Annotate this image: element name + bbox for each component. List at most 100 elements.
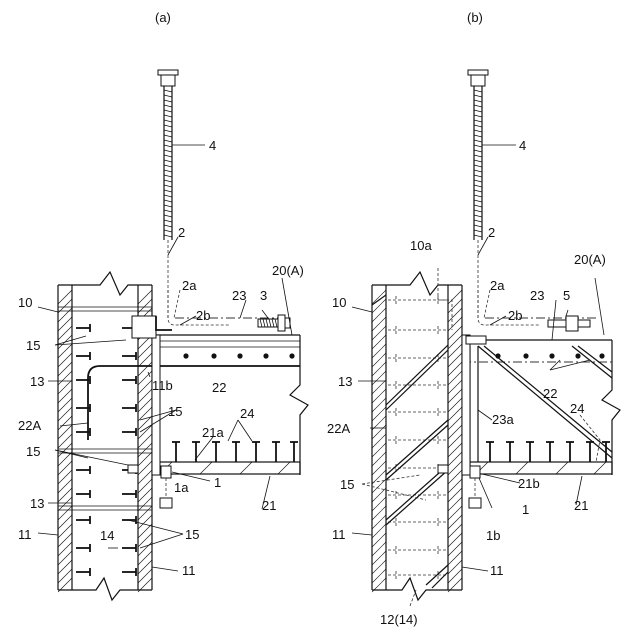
hatch-line <box>138 362 152 376</box>
thread-mark <box>164 115 172 117</box>
rebar-dot <box>523 353 528 358</box>
thread-mark <box>474 90 482 92</box>
label-b-deck: 21 <box>574 498 588 513</box>
thread-mark <box>474 195 482 197</box>
thread-mark <box>474 135 482 137</box>
label-a-panel-left: 11 <box>18 527 32 542</box>
thread-mark <box>164 90 172 92</box>
hatch-line <box>448 290 462 304</box>
rebar-dot <box>263 353 268 358</box>
hatch-line <box>372 569 386 583</box>
hatch-line <box>448 551 462 565</box>
hatch-line <box>448 308 462 322</box>
hatch-line <box>372 560 386 574</box>
label-a-insert-part: 1a <box>174 480 189 495</box>
thread-mark <box>164 150 172 152</box>
hatch-line <box>372 434 386 448</box>
hatch-line <box>372 353 386 367</box>
thread-mark <box>474 125 482 127</box>
label-a-wall: 10 <box>18 295 32 310</box>
hatch-line <box>448 515 462 529</box>
hatch-line <box>372 380 386 394</box>
label-b-studs: 24 <box>570 401 584 416</box>
hatch-line <box>448 407 462 421</box>
thread-mark <box>164 170 172 172</box>
hatch-line <box>448 362 462 376</box>
thread-mark <box>474 225 482 227</box>
thread-mark <box>164 210 172 212</box>
panel-a-drawing <box>38 70 308 600</box>
thread-mark <box>474 170 482 172</box>
hatch-line <box>372 398 386 412</box>
thread-mark <box>164 235 172 237</box>
hatch-line <box>448 317 462 331</box>
label-b-core: 12(14) <box>380 612 418 627</box>
hatch-line <box>448 506 462 520</box>
hatch-line <box>448 380 462 394</box>
thread-mark <box>164 140 172 142</box>
hatch-line <box>372 542 386 556</box>
thread-mark <box>474 190 482 192</box>
thread-mark <box>474 210 482 212</box>
hatch-line <box>58 479 72 493</box>
hatch-line <box>58 497 72 511</box>
label-a-rebar-2: 15 <box>168 404 182 419</box>
hatch-line <box>372 308 386 322</box>
label-b-opening: 10a <box>410 238 432 253</box>
hatch-line <box>448 524 462 538</box>
label-b-bolt: 4 <box>519 138 526 153</box>
rebar-dot <box>549 353 554 358</box>
thread-mark <box>164 165 172 167</box>
label-b-insert-part: 1b <box>486 528 500 543</box>
label-b-insert: 1 <box>522 502 529 517</box>
hatch-line <box>58 470 72 484</box>
label-b-slab-part: 23 <box>530 288 544 303</box>
label-b-coupler: 5 <box>563 288 570 303</box>
hatch-line <box>138 443 152 457</box>
thread-mark <box>164 180 172 182</box>
hatch-line <box>372 524 386 538</box>
hatch-line <box>372 515 386 529</box>
label-b-anchor-hook: 22A <box>327 421 350 436</box>
hatch-line <box>138 434 152 448</box>
thread-mark <box>164 135 172 137</box>
thread-mark <box>164 105 172 107</box>
hatch-line <box>448 488 462 502</box>
rebar-dot <box>575 353 580 358</box>
label-a-wall-face-b: 11b <box>152 378 173 393</box>
thread-mark <box>474 175 482 177</box>
hatch-line <box>138 416 152 430</box>
hatch-line <box>58 533 72 547</box>
thread-mark <box>474 180 482 182</box>
hatch-line <box>448 326 462 340</box>
hatch-line <box>448 344 462 358</box>
thread-mark <box>474 145 482 147</box>
hatch-line <box>448 569 462 583</box>
hatch-line <box>58 488 72 502</box>
hatch-line <box>58 389 72 403</box>
thread-mark <box>474 220 482 222</box>
label-a-anchor-hook: 22A <box>18 418 41 433</box>
thread-mark <box>164 155 172 157</box>
label-a-tie-2: 13 <box>30 496 44 511</box>
hatch-line <box>58 371 72 385</box>
hatch-line <box>372 551 386 565</box>
thread-mark <box>474 185 482 187</box>
hatch-line <box>372 335 386 349</box>
hatch-line <box>448 335 462 349</box>
hatch-line <box>448 299 462 313</box>
hatch-line <box>138 371 152 385</box>
hatch-line <box>448 425 462 439</box>
hatch-line <box>372 344 386 358</box>
thread-mark <box>474 100 482 102</box>
label-a-slab: 20(A) <box>272 263 304 278</box>
hatch-line <box>58 326 72 340</box>
hatch-line <box>138 380 152 394</box>
label-a-nut-part-b: 2b <box>196 308 210 323</box>
hatch-line <box>448 389 462 403</box>
hatch-line <box>448 353 462 367</box>
label-a-panel-right: 11 <box>182 563 196 578</box>
hatch-line <box>372 425 386 439</box>
hatch-line <box>372 371 386 385</box>
hatch-line <box>448 533 462 547</box>
